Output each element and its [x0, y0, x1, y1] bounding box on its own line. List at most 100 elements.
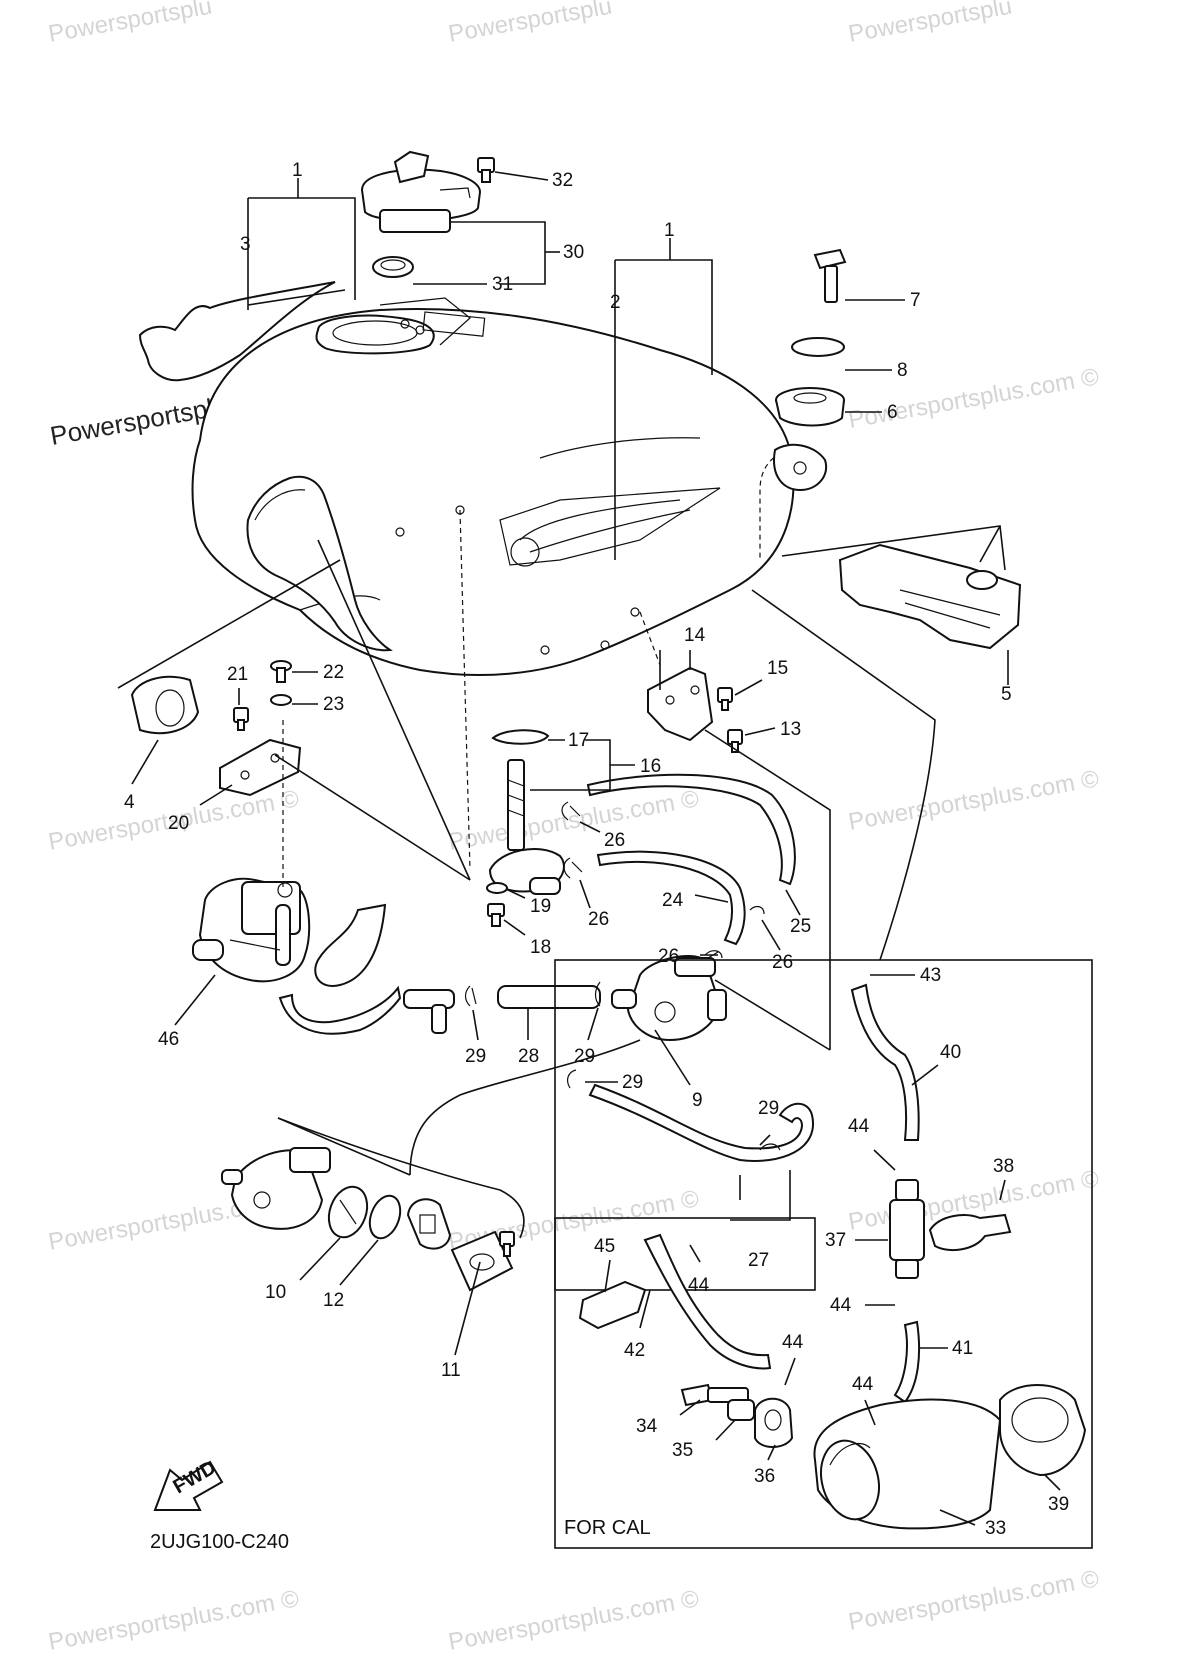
petcock-16	[488, 759, 565, 895]
callout: 20	[168, 813, 189, 834]
callout: 10	[265, 1282, 286, 1303]
tank-emblem	[499, 487, 721, 566]
tank-mount-hole	[540, 645, 550, 655]
hose-41	[893, 1320, 921, 1404]
clamp-45	[578, 1280, 647, 1330]
callout: 13	[780, 719, 801, 740]
callout: 43	[920, 965, 941, 986]
clamp-26	[563, 857, 583, 879]
bracket-5	[838, 543, 1022, 650]
tank-emblem-detail	[519, 499, 681, 541]
watermark: Powersportsplu	[846, 0, 1014, 48]
washer-19	[486, 882, 508, 894]
watermark: Powersportsplus.com ©	[446, 785, 701, 856]
bolt-7	[813, 248, 847, 303]
callout: 23	[323, 694, 344, 715]
fuel-cap-base	[379, 209, 451, 233]
clamp-29	[566, 1069, 577, 1089]
clamp-29	[759, 1143, 781, 1151]
valve-part	[406, 1198, 452, 1250]
filler-plate	[379, 297, 471, 346]
callout: 25	[790, 916, 811, 937]
bracket-14	[647, 666, 714, 742]
tank-hidden-line	[459, 509, 471, 871]
callout: 30	[563, 242, 584, 263]
callout: 3	[240, 234, 251, 255]
watermark: Powersportsplus.com ©	[46, 1585, 301, 1656]
callout: 40	[940, 1042, 961, 1063]
pump-body-exploded	[221, 1147, 331, 1230]
watermark: Powersportsplu	[46, 0, 214, 48]
watermark: Powersportsplus.com ©	[846, 765, 1101, 836]
callout: 2	[610, 292, 621, 313]
fuel-pump-46	[192, 877, 311, 983]
callout: 38	[993, 1156, 1014, 1177]
callout: 29	[465, 1046, 486, 1067]
callout: 28	[518, 1046, 539, 1067]
filler-bolt-hole	[400, 319, 410, 329]
callout: 7	[910, 290, 921, 311]
bolt-18	[487, 903, 505, 927]
tank-mount-hole	[630, 607, 640, 617]
tank-hidden-line	[639, 611, 661, 666]
callout: 14	[684, 625, 706, 646]
callout: 37	[825, 1230, 846, 1251]
fuel-cap-assembly	[360, 150, 482, 233]
callout: 44	[830, 1295, 852, 1316]
callout: 29	[758, 1098, 779, 1119]
screw-22	[270, 660, 292, 683]
clamp-29	[594, 981, 601, 1007]
callout: 39	[1048, 1494, 1069, 1515]
callout: 29	[574, 1046, 595, 1067]
screw-21	[233, 707, 249, 731]
bolt-13	[727, 729, 743, 753]
callout: 26	[588, 909, 609, 930]
fuel-pump-9	[611, 955, 727, 1042]
watermark: Powersportsplus.com ©	[846, 363, 1101, 434]
tank-side-rib	[254, 489, 306, 521]
callout: 33	[985, 1518, 1006, 1539]
callout: 35	[672, 1440, 693, 1461]
callout: 29	[622, 1072, 643, 1093]
callout: 44	[782, 1332, 804, 1353]
tank-side-cutout	[246, 475, 393, 652]
tank-mount-hole	[395, 527, 405, 537]
callout: 42	[624, 1340, 645, 1361]
callout: 32	[552, 170, 573, 191]
diagram-code: 2UJG100-C240	[150, 1531, 289, 1553]
callout: 17	[568, 730, 589, 751]
callout: 1	[664, 220, 675, 241]
gasket-31	[372, 256, 414, 278]
callout: 44	[848, 1116, 870, 1137]
tank-emblem-detail	[529, 509, 691, 553]
tank-mount-hole	[600, 640, 610, 650]
callout: 12	[323, 1290, 344, 1311]
hose-to-tee	[278, 985, 402, 1035]
bolt-15	[717, 687, 733, 711]
callout: 26	[772, 952, 793, 973]
for-cal-label: FOR CAL	[564, 1517, 651, 1539]
washer-8	[791, 337, 845, 357]
hose-28	[497, 985, 601, 1009]
clamp-26	[749, 905, 765, 915]
fuel-cap-key	[393, 150, 430, 184]
oring-17	[491, 729, 550, 745]
fwd-arrow: FWD	[153, 1457, 224, 1511]
hose-40	[850, 983, 920, 1141]
callout: 45	[594, 1236, 615, 1257]
callout: 16	[640, 756, 661, 777]
collar-35	[727, 1399, 755, 1421]
leader-lines	[117, 171, 1061, 1526]
callout: 34	[636, 1416, 658, 1437]
callout: 46	[158, 1029, 179, 1050]
canister-33	[813, 1398, 1002, 1530]
bolt-32	[477, 157, 495, 183]
filter-37	[889, 1179, 925, 1279]
hose-24	[596, 850, 746, 946]
cover-plate	[450, 1230, 514, 1292]
tee-fitting	[403, 989, 455, 1034]
oring-12	[368, 1194, 402, 1240]
hose-42	[643, 1233, 772, 1370]
diaphragm-10	[327, 1185, 369, 1239]
